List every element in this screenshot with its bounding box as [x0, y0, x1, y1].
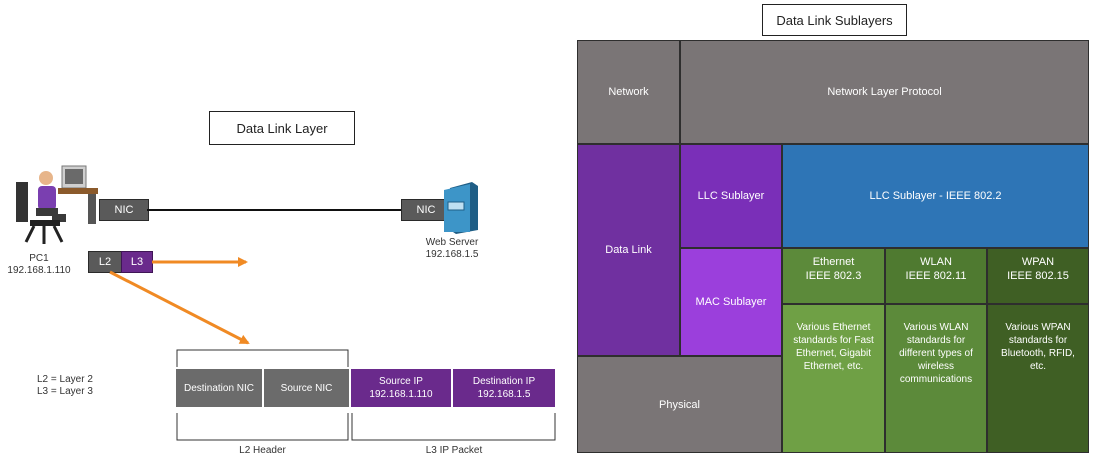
server-icon — [444, 182, 478, 234]
physical-row-label: Physical — [577, 356, 782, 453]
wpan-description: Various WPAN standards for Bluetooth, RF… — [987, 304, 1089, 453]
frame-source-nic: Source NIC — [263, 368, 350, 408]
server-ip: 192.168.1.5 — [425, 249, 479, 260]
l3-tag: L3 — [121, 251, 153, 273]
frame-destination-nic: Destination NIC — [175, 368, 263, 408]
wlan-description: Various WLAN standards for different typ… — [885, 304, 987, 453]
pc-workstation-icon — [16, 165, 98, 244]
pc-name: PC1 — [29, 253, 49, 264]
arrow-down — [109, 270, 250, 345]
wpan-header: WPAN IEEE 802.15 — [987, 248, 1089, 304]
l2-tag: L2 — [88, 251, 122, 273]
right-title: Data Link Sublayers — [762, 4, 907, 36]
frame-source-ip: Source IP 192.168.1.110 — [350, 368, 452, 408]
pc-ip: 192.168.1.110 — [7, 265, 71, 276]
data-link-row-label: Data Link — [577, 144, 680, 356]
network-row-label: Network — [577, 40, 680, 144]
left-title: Data Link Layer — [209, 111, 355, 145]
l2-header-label: L2 Header — [239, 445, 286, 456]
l2-top-bracket — [176, 349, 349, 367]
ethernet-description: Various Ethernet standards for Fast Ethe… — [782, 304, 885, 453]
ethernet-header: Ethernet IEEE 802.3 — [782, 248, 885, 304]
mac-sublayer-label: MAC Sublayer — [680, 248, 782, 356]
server-name: Web Server — [425, 237, 479, 248]
frame-destination-ip: Destination IP 192.168.1.5 — [452, 368, 556, 408]
llc-standard: LLC Sublayer - IEEE 802.2 — [782, 144, 1089, 248]
llc-sublayer-label: LLC Sublayer — [680, 144, 782, 248]
network-layer-protocol: Network Layer Protocol — [680, 40, 1089, 144]
legend-l3: L3 = Layer 3 — [37, 386, 93, 397]
wlan-header: WLAN IEEE 802.11 — [885, 248, 987, 304]
bottom-brackets — [176, 413, 556, 441]
l3-packet-label: L3 IP Packet — [425, 445, 483, 456]
legend-l2: L2 = Layer 2 — [37, 374, 93, 385]
network-link-line — [147, 209, 401, 211]
